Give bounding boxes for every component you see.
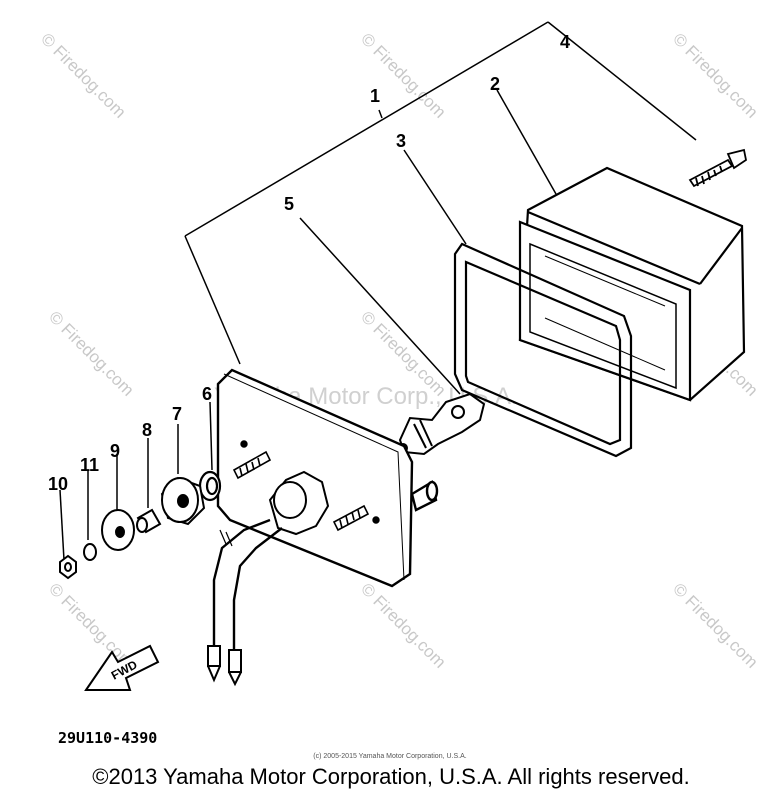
callout-5: 5 xyxy=(284,194,294,214)
callout-4: 4 xyxy=(560,32,570,52)
watermark: © Firedog.com xyxy=(669,29,761,121)
diagram-part-number: 29U110-4390 xyxy=(58,729,157,747)
callout-9: 9 xyxy=(110,441,120,461)
callout-3: 3 xyxy=(396,131,406,151)
collar xyxy=(136,508,162,534)
screw xyxy=(688,148,748,188)
callout-11: 11 xyxy=(80,455,99,475)
callout-8: 8 xyxy=(142,420,152,440)
watermark: © Firedog.com xyxy=(45,307,137,399)
gasket xyxy=(453,242,633,458)
grommet-ring xyxy=(198,470,222,502)
rubber-bushing xyxy=(160,476,206,526)
watermark: © Firedog.com xyxy=(37,29,129,121)
callout-labels: 1 2 3 4 5 6 7 8 9 10 11 xyxy=(48,32,570,494)
nut xyxy=(59,554,77,580)
lock-washer xyxy=(83,543,97,561)
watermark: © Firedog.com xyxy=(357,579,449,671)
watermark: © Firedog.com xyxy=(669,579,761,671)
leader-lines xyxy=(59,21,697,561)
watermark: © Firedog.com xyxy=(45,579,137,671)
studs xyxy=(232,450,370,532)
lens-housing xyxy=(518,166,746,402)
copyright-notice: ©2013 Yamaha Motor Corporation, U.S.A. A… xyxy=(92,764,690,789)
callout-7: 7 xyxy=(172,404,182,424)
callout-6: 6 xyxy=(202,384,212,404)
small-copyright: (c) 2005-2015 Yamaha Motor Corporation, … xyxy=(313,753,466,760)
callout-1: 1 xyxy=(370,86,380,106)
callout-10: 10 xyxy=(48,474,68,494)
washer xyxy=(101,509,135,551)
callout-2: 2 xyxy=(490,74,500,94)
socket-and-wiring xyxy=(207,470,330,687)
